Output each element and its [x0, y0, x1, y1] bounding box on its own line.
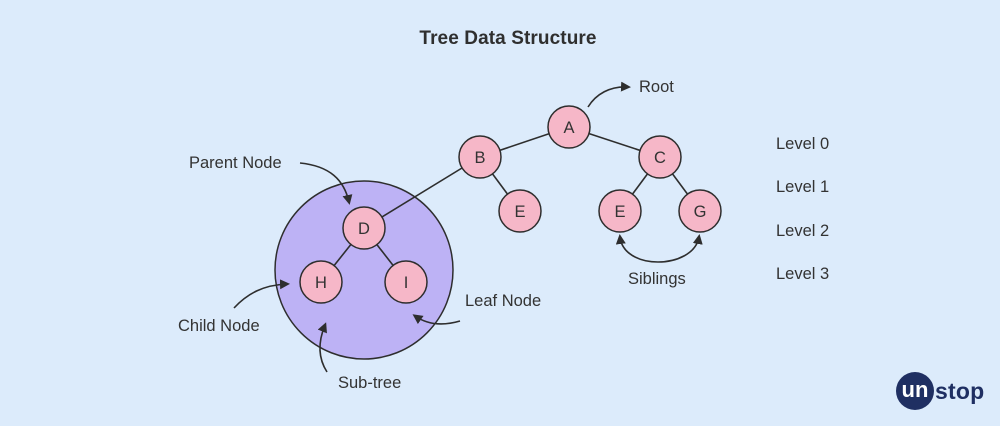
- node-e-right-label: E: [614, 203, 625, 221]
- unstop-logo-badge-text: un: [901, 377, 929, 402]
- node-a: A: [547, 105, 591, 149]
- node-g-label: G: [694, 203, 707, 221]
- node-c-label: C: [654, 149, 666, 167]
- node-b-label: B: [474, 149, 485, 167]
- node-i-label: I: [404, 274, 409, 292]
- node-h-label: H: [315, 274, 327, 292]
- root-label: Root: [639, 78, 674, 96]
- siblings-arrow-right: [657, 234, 703, 263]
- edge-b-d: [363, 156, 481, 229]
- node-e-left-label: E: [514, 203, 525, 221]
- level-1-label: Level 1: [776, 178, 830, 196]
- tree-nodes: A B C D E E G: [299, 105, 722, 304]
- leaf-node-label: Leaf Node: [465, 292, 542, 310]
- leaf-node-arrow: [412, 314, 461, 325]
- child-node-arrow: [233, 279, 290, 309]
- level-0-label: Level 0: [776, 135, 830, 153]
- parent-node-label: Parent Node: [189, 154, 282, 172]
- node-b: B: [458, 135, 502, 179]
- subtree-arrow: [317, 322, 328, 373]
- node-i: I: [384, 260, 428, 304]
- level-3-label: Level 3: [776, 265, 830, 283]
- node-c: C: [638, 135, 682, 179]
- siblings-label: Siblings: [628, 270, 686, 288]
- child-node-label: Child Node: [178, 317, 260, 335]
- subtree-highlight: [274, 180, 454, 360]
- diagram-title: Tree Data Structure: [419, 28, 597, 49]
- unstop-logo: un stop: [896, 372, 984, 410]
- siblings-arrow-left: [615, 234, 659, 263]
- node-g: G: [678, 189, 722, 233]
- node-a-label: A: [563, 119, 574, 137]
- subtree-label: Sub-tree: [338, 374, 402, 392]
- node-d-label: D: [358, 220, 370, 238]
- annotation-arrows: [233, 81, 703, 373]
- node-d: D: [342, 206, 386, 250]
- node-e-left: E: [498, 189, 542, 233]
- root-arrow: [587, 81, 631, 108]
- node-h: H: [299, 260, 343, 304]
- unstop-logo-text: stop: [935, 377, 985, 404]
- node-e-right: E: [598, 189, 642, 233]
- level-2-label: Level 2: [776, 222, 830, 240]
- unstop-logo-badge: un: [896, 372, 934, 410]
- parent-node-arrow: [299, 162, 353, 205]
